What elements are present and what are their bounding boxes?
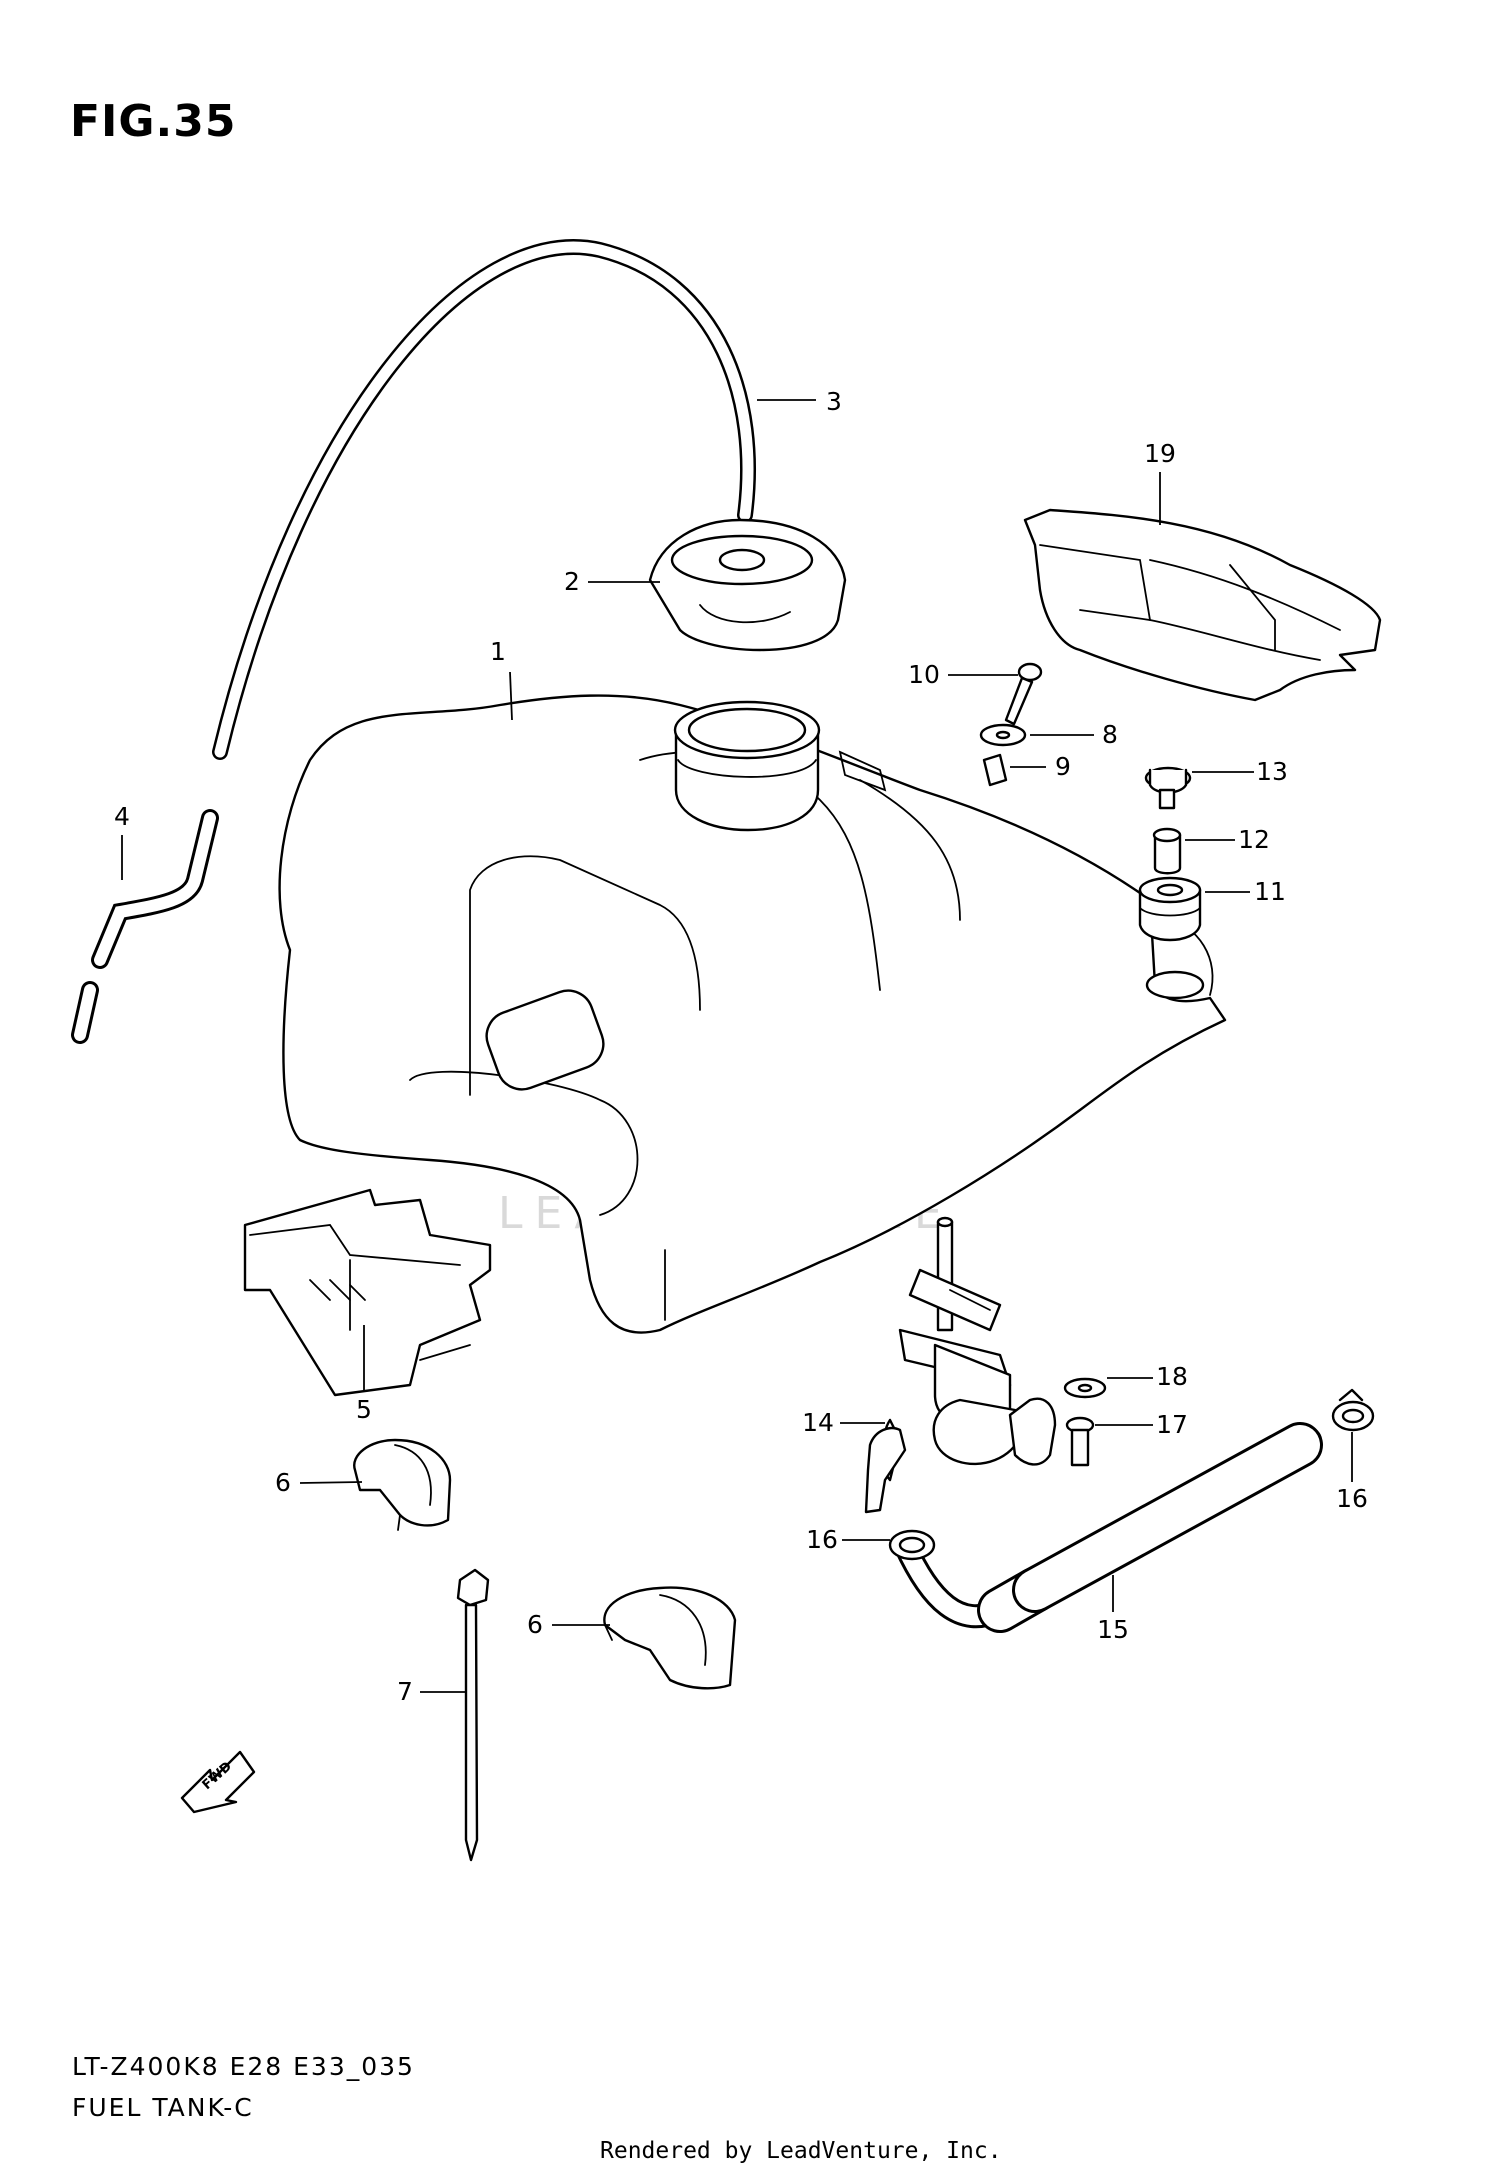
part-5-bracket: [243, 1188, 492, 1397]
part-19-cover: [1023, 508, 1382, 702]
part-1-filler-neck: [673, 700, 887, 832]
part-3-vent-hose: [212, 239, 756, 760]
part-12-spacer: [1152, 827, 1182, 875]
part-16a-hose-clip: [888, 1529, 936, 1561]
callout-16a: 16: [806, 1525, 890, 1554]
callout-label-7: 7: [397, 1677, 413, 1706]
part-13-bolt: [1144, 766, 1192, 810]
callout-14: 14: [802, 1408, 885, 1437]
callout-leader-6a: [299, 1481, 363, 1484]
callout-label-2: 2: [564, 567, 580, 596]
callout-3: 3: [757, 387, 842, 416]
part-6a-clamp: [353, 1438, 452, 1531]
callout-6a: 6: [275, 1468, 363, 1497]
part-4-breather-tube: [71, 809, 219, 1044]
callout-label-15: 15: [1097, 1615, 1129, 1644]
callout-label-12: 12: [1238, 825, 1270, 854]
part-16b-hose-clip: [1331, 1388, 1375, 1432]
part-9-collar: [982, 753, 1008, 787]
part-14-fuel-valve: [864, 1216, 1057, 1514]
part-8-washer: [979, 723, 1027, 747]
part-17-bolt: [1065, 1416, 1095, 1467]
callout-label-5: 5: [356, 1395, 372, 1424]
part-7-cable-tie: [456, 1568, 490, 1862]
callout-label-18: 18: [1156, 1362, 1188, 1391]
model-code: LT-Z400K8 E28 E33_035: [72, 2052, 415, 2081]
callout-17: 17: [1095, 1410, 1188, 1439]
figure-title: FIG.35: [70, 96, 237, 147]
callout-label-13: 13: [1256, 757, 1288, 786]
part-11-grommet: [1138, 876, 1202, 942]
callout-label-17: 17: [1156, 1410, 1188, 1439]
callout-7: 7: [397, 1677, 466, 1706]
callout-label-3: 3: [826, 387, 842, 416]
callout-label-8: 8: [1102, 720, 1118, 749]
render-credit: Rendered by LeadVenture, Inc.: [600, 2138, 1002, 2164]
part-1-fuel-tank: [278, 694, 1227, 1334]
callout-16b: 16: [1336, 1432, 1368, 1513]
callout-label-10: 10: [908, 660, 940, 689]
fwd-arrow-icon: FWD: [180, 1750, 256, 1814]
callout-13: 13: [1192, 757, 1288, 786]
callout-label-11: 11: [1254, 877, 1286, 906]
callout-6b: 6: [527, 1610, 610, 1639]
callout-18: 18: [1107, 1362, 1188, 1391]
part-18-washer: [1063, 1377, 1107, 1399]
callout-label-19: 19: [1144, 439, 1176, 468]
callout-19: 19: [1144, 439, 1176, 525]
callout-8: 8: [1030, 720, 1118, 749]
callout-label-16a: 16: [806, 1525, 838, 1554]
part-15-fuel-hose: [893, 1422, 1323, 1633]
callout-15: 15: [1097, 1575, 1129, 1644]
callout-5: 5: [356, 1325, 372, 1424]
callout-leader-1: [509, 671, 513, 721]
callout-1: 1: [490, 637, 513, 721]
diagram-name: FUEL TANK-C: [72, 2093, 254, 2122]
part-10-screw: [1004, 662, 1043, 726]
callout-9: 9: [1010, 752, 1071, 781]
callout-label-16b: 16: [1336, 1484, 1368, 1513]
callout-label-6b: 6: [527, 1610, 543, 1639]
callout-11: 11: [1205, 877, 1286, 906]
part-2-fuel-cap: [648, 518, 847, 652]
callout-label-9: 9: [1055, 752, 1071, 781]
callout-label-6a: 6: [275, 1468, 291, 1497]
callout-10: 10: [908, 660, 1018, 689]
callout-4: 4: [114, 802, 130, 880]
callout-2: 2: [564, 567, 660, 596]
part-6b-clamp: [603, 1586, 737, 1690]
callout-label-1: 1: [490, 637, 506, 666]
callout-label-4: 4: [114, 802, 130, 831]
callout-12: 12: [1185, 825, 1270, 854]
callout-label-14: 14: [802, 1408, 834, 1437]
